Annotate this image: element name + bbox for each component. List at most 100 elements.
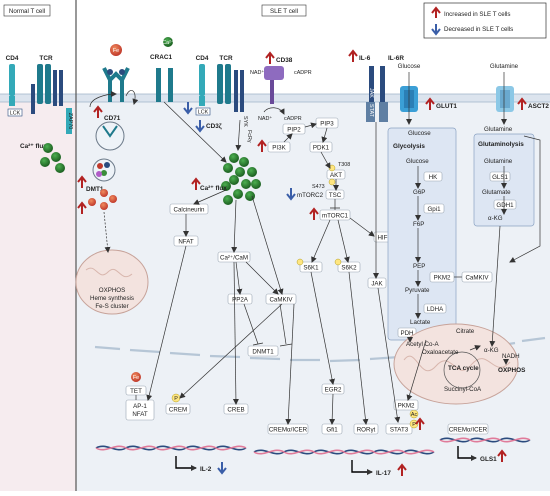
sle-tcr: TCR xyxy=(217,55,244,112)
roryt-box: RORγt xyxy=(353,423,379,435)
asct2-increase-icon xyxy=(517,97,527,110)
glutamine-out-label: Glutamine xyxy=(490,63,519,70)
svg-text:AP-1: AP-1 xyxy=(133,403,147,410)
nad-in-label: NAD⁺ xyxy=(258,116,272,122)
normal-cell-header: Normal T cell xyxy=(3,4,51,17)
normal-tcr: TCR xyxy=(31,55,63,114)
svg-text:Fe: Fe xyxy=(113,48,119,54)
svg-text:Glutaminolysis: Glutaminolysis xyxy=(478,141,524,148)
gls1-increase-icon xyxy=(497,449,507,462)
svg-text:S6K1: S6K1 xyxy=(303,265,319,272)
dmt1-increase-icon xyxy=(77,175,87,188)
creb-box: CREB xyxy=(223,403,249,415)
cd38-increase-icon xyxy=(265,51,275,64)
fe-ion xyxy=(110,44,122,56)
svg-text:GLS1: GLS1 xyxy=(492,174,508,181)
svg-text:Increased in SLE T cells: Increased in SLE T cells xyxy=(444,11,511,18)
svg-text:CaMKIV: CaMKIV xyxy=(269,297,293,304)
il2-transcription-arrow xyxy=(175,456,197,471)
cd71-increase-icon xyxy=(93,105,103,118)
dna-il2 xyxy=(95,445,247,451)
il2-gene-label: IL-2 xyxy=(200,466,212,473)
camkiv-box: CaMKIV xyxy=(265,293,297,305)
acetyl-coa-label: Acetyl Co-A xyxy=(406,341,440,348)
t308-label: T308 xyxy=(338,162,350,168)
dna-gls1 xyxy=(439,437,531,443)
mtorc1-box: mTORC1 xyxy=(319,209,351,221)
cremicer-box: CREMα/ICER xyxy=(267,423,309,435)
il17-transcription-arrow xyxy=(351,460,373,475)
gls1-transcription-arrow xyxy=(457,446,477,461)
svg-text:Gpi1: Gpi1 xyxy=(427,206,441,213)
svg-text:PDH: PDH xyxy=(400,330,413,337)
fe-nucleus xyxy=(131,372,141,382)
stat3-phospho xyxy=(409,419,419,429)
svg-text:PKM2: PKM2 xyxy=(398,403,415,410)
crem-box: CREM xyxy=(165,403,191,415)
svg-text:LDHA: LDHA xyxy=(427,306,444,313)
svg-text:Normal T cell: Normal T cell xyxy=(9,8,45,15)
il17-gene-label: IL-17 xyxy=(376,470,391,477)
oxphos-label: OXPHOS xyxy=(498,367,526,374)
sle-cd4: CD4 xyxy=(196,55,209,106)
succinyl-coa-label: Succinyl-CoA xyxy=(444,386,482,393)
il17-increase-icon xyxy=(397,463,407,476)
svg-text:CREMα/ICER: CREMα/ICER xyxy=(449,427,488,434)
svg-text:PP2A: PP2A xyxy=(232,297,249,304)
mtorc1-increase-icon xyxy=(309,207,319,220)
decrease-arrow-icon xyxy=(431,24,441,36)
gls1-enzyme-box: GLS1 xyxy=(489,171,511,182)
akt-box: AKT xyxy=(326,169,346,180)
svg-text:GDH1: GDH1 xyxy=(496,202,514,209)
legend: Increased in SLE T cells Decreased in SL… xyxy=(423,2,547,39)
stat3-box: STAT3 xyxy=(385,423,413,435)
ca-flux-increase-icon xyxy=(191,177,201,190)
svg-text:P: P xyxy=(174,396,178,402)
lactate-label: Lactate xyxy=(410,319,431,326)
nfat-box: NFAT xyxy=(173,235,199,247)
gfi1-box: Gfi1 xyxy=(321,423,343,435)
calcineurin-box: Calcineurin xyxy=(169,203,209,215)
fe-increase-icon xyxy=(77,201,87,214)
ldha-box: LDHA xyxy=(423,303,447,314)
pyruvate-label: Pyruvate xyxy=(405,287,430,294)
ca-ion-extracellular xyxy=(163,37,173,47)
pkm2-nucleus-box: PKM2 xyxy=(393,399,419,411)
svg-text:Decreased in SLE T cells: Decreased in SLE T cells xyxy=(444,26,513,33)
svg-text:PKM2: PKM2 xyxy=(434,275,451,282)
mitochondrion-iron: OXPHOS Heme synthesis Fe-S cluster xyxy=(75,249,149,315)
mtorc2-decrease-icon xyxy=(286,188,296,201)
svg-text:TCR: TCR xyxy=(39,55,53,62)
s473-label: S473 xyxy=(312,184,325,190)
svg-text:NFAT: NFAT xyxy=(178,239,194,246)
hk-box: HK xyxy=(423,171,443,182)
svg-text:OXPHOS: OXPHOS xyxy=(99,287,125,294)
svg-text:P: P xyxy=(412,422,416,428)
asct2-label: ASCT2 xyxy=(528,103,549,110)
glut1-label: GLUT1 xyxy=(436,103,457,110)
cadpr-out-label: cADPR xyxy=(294,70,312,76)
cd38-label: CD38 xyxy=(276,57,293,64)
glucose-out-label: Glucose xyxy=(398,63,421,70)
gdh1-box: GDH1 xyxy=(493,199,517,210)
svg-text:TET: TET xyxy=(130,388,142,395)
endosome xyxy=(95,121,125,151)
svg-text:TSC: TSC xyxy=(329,192,342,199)
svg-text:STAT3: STAT3 xyxy=(390,427,409,434)
cd3z-label: CD3ζ xyxy=(206,123,222,130)
svg-text:Calcineurin: Calcineurin xyxy=(174,207,206,214)
f6p-label: F6P xyxy=(413,221,424,228)
svg-text:Heme synthesis: Heme synthesis xyxy=(90,295,134,302)
svg-text:CREB: CREB xyxy=(227,407,244,414)
tet-box: TET xyxy=(125,385,147,396)
pep-label: PEP xyxy=(413,263,425,270)
nadh-label: NADH xyxy=(502,353,520,360)
cd38-protein xyxy=(264,66,284,104)
svg-text:Glycolysis: Glycolysis xyxy=(393,143,425,150)
fe-ions-intracellular xyxy=(88,189,117,210)
svg-text:CD4: CD4 xyxy=(196,55,209,62)
endocytosis-arrow xyxy=(89,91,117,108)
asct2-transporter xyxy=(496,86,514,112)
dmt1-vesicle xyxy=(92,158,116,182)
normal-zap70: ZAP70 xyxy=(66,108,73,134)
